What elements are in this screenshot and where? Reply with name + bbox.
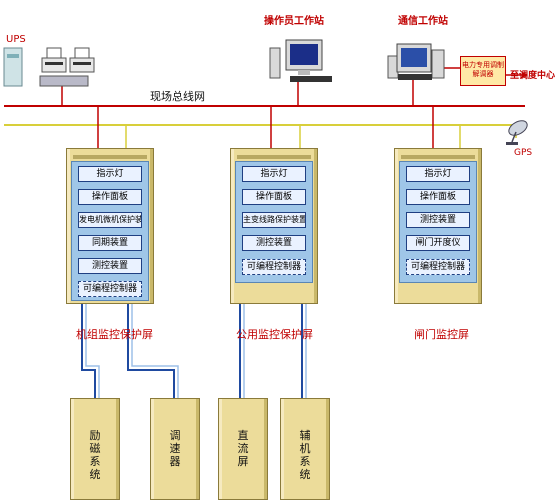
module-operation-panel: 操作面板 [242,189,306,205]
module-plc: 可编程控制器 [78,281,142,297]
comm-station-label: 通信工作站 [398,16,448,27]
cabinet-caption: 机组监控保护屏 [76,328,153,341]
module-gate-opening-meter: 闸门开度仪 [406,235,470,251]
module-measure-control: 测控装置 [78,258,142,274]
satellite-dish-icon [506,120,528,145]
subsystem-dc-panel: 直流屏 [218,398,268,500]
ups-icon [3,47,23,87]
subsystem-auxiliary: 辅机系统 [280,398,330,500]
ups-label: UPS [6,34,26,45]
subsystem-excitation: 励磁系统 [70,398,120,500]
modem-label: 电力专用调制解调器 [462,61,504,78]
module-plc: 可编程控制器 [242,259,306,275]
gps-label: GPS [514,148,533,158]
cabinet-unit-protection: 指示灯 操作面板 发电机微机保护装置 同期装置 测控装置 可编程控制器 [66,148,154,304]
subsystem-label: 辅机系统 [299,429,311,481]
module-panel: 指示灯 操作面板 发电机微机保护装置 同期装置 测控装置 可编程控制器 [71,161,149,301]
module-measure-control: 测控装置 [406,212,470,228]
cabinet-common-protection: 指示灯 操作面板 主变线路保护装置 测控装置 可编程控制器 [230,148,318,304]
module-indicator-light: 指示灯 [242,166,306,182]
module-indicator-light: 指示灯 [406,166,470,182]
modem-box: 电力专用调制解调器 [460,56,506,86]
operator-station-label: 操作员工作站 [264,16,324,27]
cabinet-top-bar [237,155,311,159]
subsystem-label: 直流屏 [237,429,249,468]
module-panel: 指示灯 操作面板 测控装置 闸门开度仪 可编程控制器 [399,161,477,283]
module-synchronizer: 同期装置 [78,235,142,251]
printer-icon [41,47,67,73]
module-operation-panel: 操作面板 [406,189,470,205]
module-indicator-light: 指示灯 [78,166,142,182]
workstation-icon [387,43,445,80]
cabinet-caption: 公用监控保护屏 [236,328,313,341]
module-plc: 可编程控制器 [406,259,470,275]
dispatch-label: 至调度中心 [510,71,556,81]
subsystem-label: 调速器 [169,429,181,468]
module-panel: 指示灯 操作面板 主变线路保护装置 测控装置 可编程控制器 [235,161,313,283]
module-generator-protection: 发电机微机保护装置 [78,212,142,228]
module-transformer-protection: 主变线路保护装置 [242,212,306,228]
printer-icon [69,47,95,73]
cabinet-caption: 闸门监控屏 [414,328,469,341]
subsystem-governor: 调速器 [150,398,200,500]
fieldbus-label: 现场总线网 [150,90,205,103]
cabinet-gate-control: 指示灯 操作面板 测控装置 闸门开度仪 可编程控制器 [394,148,482,304]
cabinet-top-bar [401,155,475,159]
module-operation-panel: 操作面板 [78,189,142,205]
cabinet-top-bar [73,155,147,159]
subsystem-label: 励磁系统 [89,429,101,481]
workstation-icon [269,39,332,82]
module-measure-control: 测控装置 [242,235,306,251]
